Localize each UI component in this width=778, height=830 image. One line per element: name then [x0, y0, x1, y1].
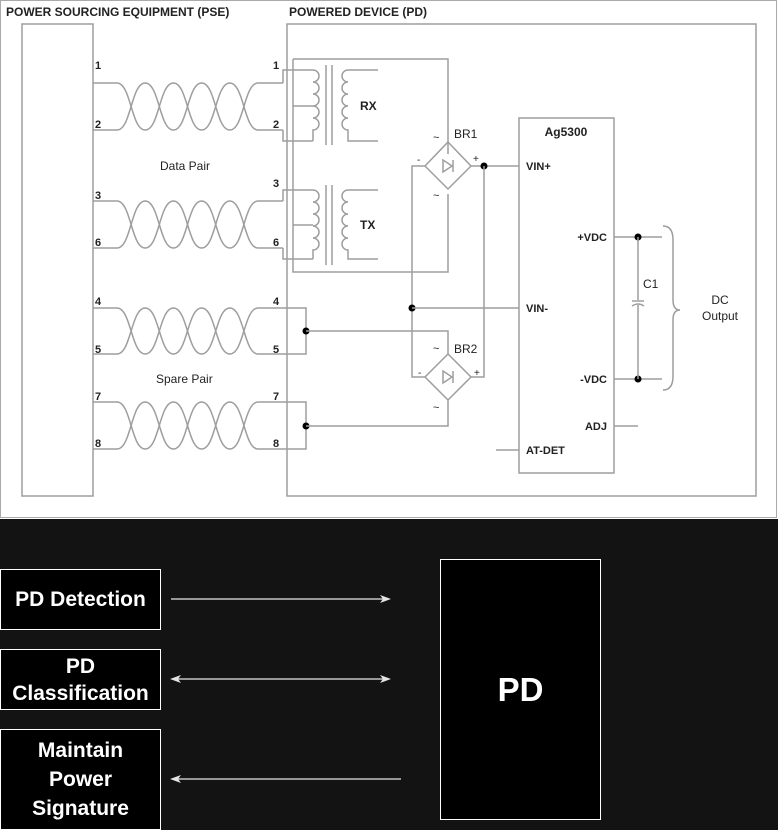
- tx-label: TX: [360, 218, 375, 232]
- schematic-svg: POWER SOURCING EQUIPMENT (PSE) POWERED D…: [0, 0, 777, 518]
- br1-ac-bottom: ~: [433, 190, 439, 202]
- twisted-pair-pair-7-8: [93, 401, 283, 450]
- pd-pin-4: 4: [273, 296, 280, 308]
- pd-pin-6: 6: [273, 237, 279, 249]
- rx-label: RX: [360, 99, 377, 113]
- br2-ac-bottom: ~: [433, 402, 439, 414]
- pd-pin-1: 1: [273, 60, 279, 72]
- br2-label: BR2: [454, 342, 478, 356]
- pd-pin-5: 5: [273, 344, 279, 356]
- pd-pin-2: 2: [273, 119, 279, 131]
- pse-pin-6: 6: [95, 237, 101, 249]
- wiring: C1 DC Output: [283, 162, 739, 451]
- arrow-pd-classification: [170, 675, 391, 683]
- chip-pin-vin-neg: VIN-: [526, 303, 548, 315]
- br2-ac-top: ~: [433, 343, 439, 355]
- arrow-head-right-icon: [380, 595, 391, 603]
- pd-pin-7: 7: [273, 391, 279, 403]
- bridge-br1: BR1 ~ ~ - +: [417, 127, 479, 202]
- pd-box-label: PD: [497, 670, 544, 708]
- arrow-head-right-icon: [380, 675, 391, 683]
- br1-pos: +: [473, 154, 479, 165]
- poe-schematic: POWER SOURCING EQUIPMENT (PSE) POWERED D…: [0, 0, 778, 519]
- pd-title: POWERED DEVICE (PD): [289, 5, 427, 19]
- pse-title: POWER SOURCING EQUIPMENT (PSE): [6, 5, 229, 19]
- ag5300-chip: Ag5300 VIN+ VIN- +VDC -VDC ADJ AT-DET: [518, 117, 615, 474]
- mps-line2: Power: [48, 768, 113, 791]
- twisted-pair-pair-4-5: [93, 307, 283, 355]
- spare-pair-label: Spare Pair: [156, 372, 213, 386]
- br2-neg: -: [418, 368, 421, 379]
- dc-output-line2: Output: [702, 309, 739, 323]
- pd-box: [286, 23, 757, 497]
- pd-classification-line1: PD: [65, 654, 96, 678]
- chip-name: Ag5300: [545, 125, 588, 139]
- pse-pin-7: 7: [95, 391, 101, 403]
- arrow-head-left-icon: [170, 775, 181, 783]
- pd-detection-label: PD Detection: [15, 587, 146, 611]
- pd-pin-8: 8: [273, 438, 279, 450]
- transformer-module: [292, 58, 449, 273]
- tx-transformer: TX: [282, 185, 378, 265]
- chip-pin-vdc-pos: +VDC: [577, 232, 607, 244]
- arrow-maintain-power-signature: [170, 775, 401, 783]
- pd-classification-line2: Classification: [12, 681, 149, 705]
- chip-pin-vin-pos: VIN+: [526, 161, 551, 173]
- mps-line1: Maintain: [37, 739, 124, 762]
- pse-box: [21, 23, 94, 497]
- pse-pin-4: 4: [95, 296, 102, 308]
- br2-pos: +: [474, 368, 480, 379]
- twisted-pairs: [93, 82, 283, 450]
- pse-pin-2: 2: [95, 119, 101, 131]
- dc-output-line1: DC: [711, 293, 729, 307]
- chip-pin-vdc-neg: -VDC: [580, 374, 607, 386]
- pse-pin-1: 1: [95, 60, 101, 72]
- twisted-pair-pair-3-6: [93, 200, 283, 249]
- arrow-pd-detection: [171, 595, 391, 603]
- chip-pin-at-det: AT-DET: [526, 445, 565, 457]
- twisted-pair-pair-1-2: [93, 82, 283, 131]
- pd-pin-labels: 1 2 3 6 4 5 7 8: [273, 60, 280, 450]
- pd-pin-3: 3: [273, 178, 279, 190]
- br1-neg: -: [417, 155, 420, 166]
- pd-box: PD: [440, 559, 601, 820]
- pd-classification-box: PD Classification: [0, 649, 161, 710]
- capacitor-label: C1: [643, 277, 659, 291]
- pse-pin-labels: 1 2 3 6 4 5 7 8: [95, 60, 102, 450]
- data-pair-label: Data Pair: [160, 159, 210, 173]
- schematic-border: [0, 0, 777, 518]
- pse-pin-8: 8: [95, 438, 101, 450]
- chip-pin-adj: ADJ: [585, 421, 607, 433]
- pd-detection-box: PD Detection: [0, 569, 161, 630]
- flow-arrows: [170, 595, 401, 783]
- bridge-br2: BR2 ~ ~ - +: [418, 342, 480, 414]
- pse-pin-5: 5: [95, 344, 101, 356]
- br1-label: BR1: [454, 127, 478, 141]
- rx-transformer: RX: [282, 65, 378, 145]
- mps-line3: Signature: [32, 797, 129, 820]
- arrow-head-left-icon: [170, 675, 181, 683]
- pse-pin-3: 3: [95, 190, 101, 202]
- br1-ac-top: ~: [433, 132, 439, 144]
- maintain-power-signature-box: Maintain Power Signature: [0, 729, 161, 830]
